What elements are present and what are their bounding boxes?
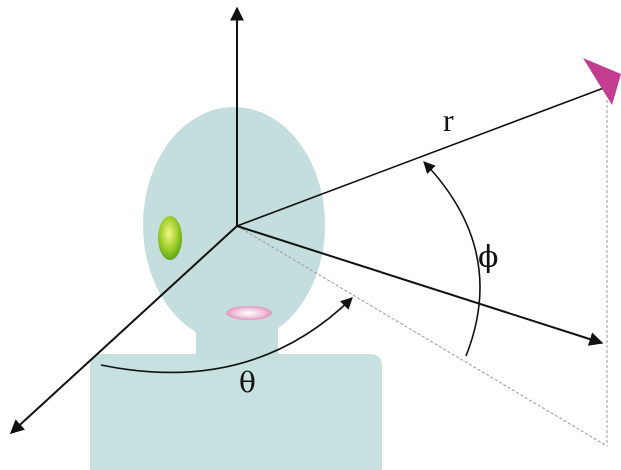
- label-theta: θ: [239, 366, 256, 399]
- torso-shape: [90, 354, 382, 470]
- pink-ellipse-icon: [226, 306, 272, 320]
- theta-arc: [100, 297, 353, 374]
- label-r: r: [443, 102, 454, 138]
- horizontal-axis: [236, 225, 604, 346]
- green-ellipse-icon: [158, 216, 182, 260]
- projection-line-horizontal: [236, 225, 608, 447]
- diagonal-axis: [9, 225, 238, 434]
- head-shape: [143, 107, 325, 343]
- triangle-source-icon: [583, 58, 621, 105]
- radius-line: [236, 85, 610, 227]
- label-phi: ϕ: [478, 240, 498, 275]
- phi-arc: [423, 161, 481, 357]
